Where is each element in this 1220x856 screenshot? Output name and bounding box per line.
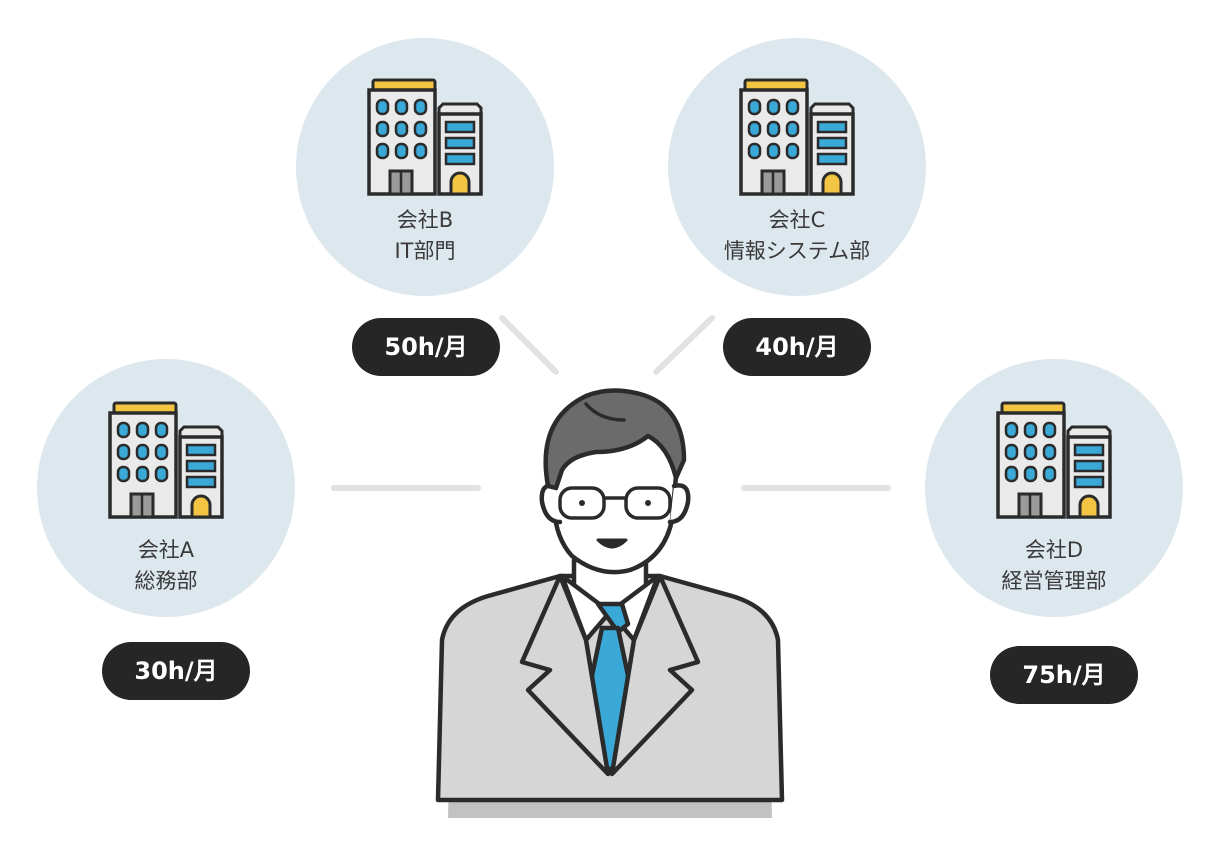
connector-lines bbox=[331, 315, 891, 491]
company-name-a: 会社A bbox=[137, 538, 195, 562]
hours-badge-d: 75h/月 bbox=[990, 646, 1138, 704]
hours-badge-c: 40h/月 bbox=[723, 318, 871, 376]
company-dept-a: 総務部 bbox=[134, 569, 198, 593]
company-name-b: 会社B bbox=[396, 208, 454, 232]
businessman-icon bbox=[435, 388, 785, 818]
connector-c bbox=[653, 315, 715, 375]
company-label-d: 会社D 経営管理部 bbox=[934, 535, 1174, 597]
company-dept-d: 経営管理部 bbox=[1001, 569, 1107, 593]
company-dept-c: 情報システム部 bbox=[723, 239, 871, 263]
company-name-d: 会社D bbox=[1024, 538, 1084, 562]
hours-badge-a: 30h/月 bbox=[102, 642, 250, 700]
company-label-a: 会社A 総務部 bbox=[46, 535, 286, 597]
connector-b bbox=[499, 315, 559, 375]
hours-badge-b: 50h/月 bbox=[352, 318, 500, 376]
company-dept-b: IT部門 bbox=[394, 239, 456, 263]
company-label-b: 会社B IT部門 bbox=[305, 205, 545, 267]
company-name-c: 会社C bbox=[768, 208, 826, 232]
company-label-c: 会社C 情報システム部 bbox=[677, 205, 917, 267]
